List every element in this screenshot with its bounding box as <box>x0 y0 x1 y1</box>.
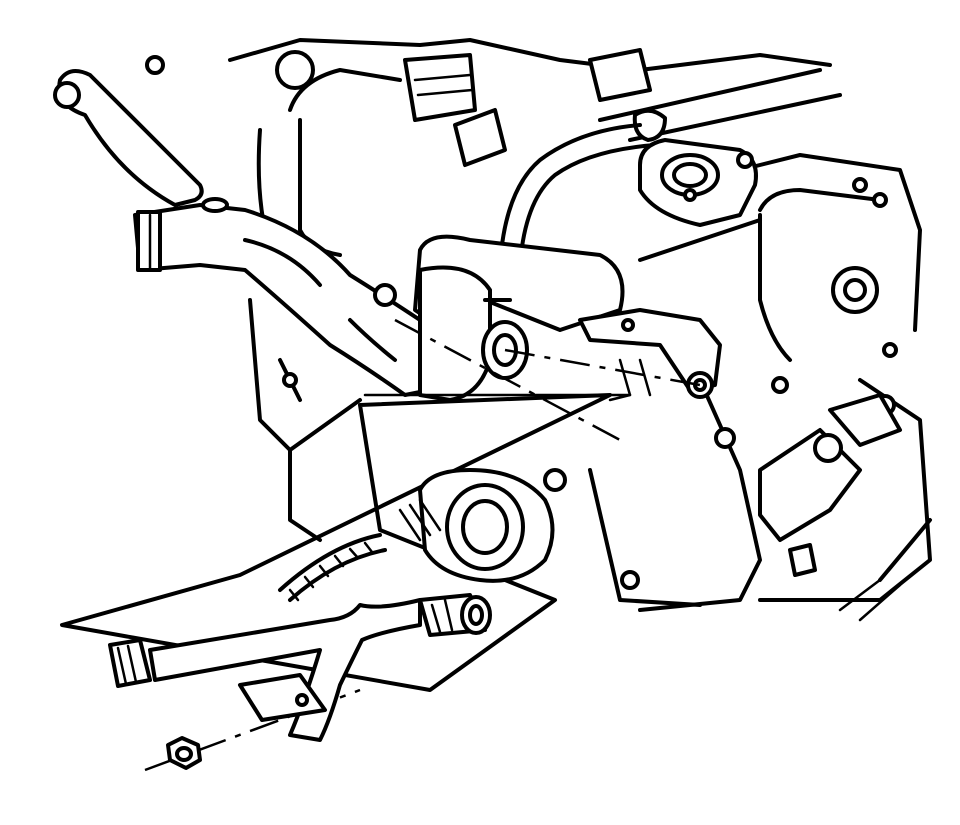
transmission-oil-cooler-pipe <box>108 593 492 742</box>
water-pump-pulley <box>398 468 555 583</box>
water-pump-housing <box>413 234 625 402</box>
alignment-lines <box>144 318 701 772</box>
retaining-nut <box>166 736 202 770</box>
engine-block <box>228 38 932 622</box>
right-side-sensor <box>758 393 902 577</box>
coolant-outlet-pipe <box>53 69 432 397</box>
sensor-connectors <box>145 48 667 167</box>
mounting-bracket <box>578 308 722 399</box>
hose-section <box>278 533 387 602</box>
thermostat-housing <box>638 138 758 227</box>
